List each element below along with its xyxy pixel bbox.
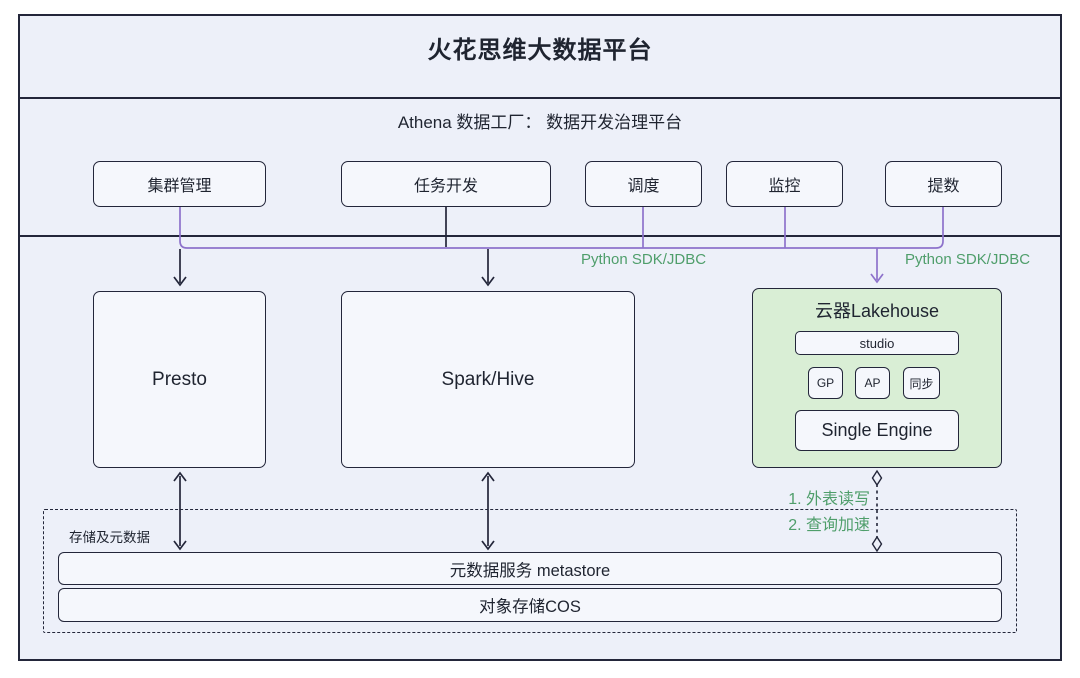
python-sdk-jdbc-label-left: Python SDK/JDBC (581, 251, 707, 268)
metastore-service: 元数据服务 metastore (58, 552, 1002, 585)
module-monitoring: 监控 (726, 161, 843, 207)
lakehouse-unit-sync: 同步 (903, 367, 940, 399)
divider-title (18, 97, 1062, 99)
lakehouse-title: 云器Lakehouse (814, 301, 940, 321)
note-query-acceleration: 2. 查询加速 (788, 517, 870, 534)
python-sdk-jdbc-label-right: Python SDK/JDBC (905, 251, 1031, 268)
object-storage-cos: 对象存储COS (58, 588, 1002, 622)
module-cluster-management: 集群管理 (93, 161, 266, 207)
storage-group-frame (43, 509, 1017, 633)
lakehouse-unit-gp: GP (808, 367, 843, 399)
divider-athena (18, 235, 1062, 237)
module-task-development: 任务开发 (341, 161, 551, 207)
storage-group-label: 存储及元数据 (69, 530, 150, 545)
lakehouse-storage-notes: 1. 外表读写 2. 查询加速 (735, 487, 870, 539)
note-external-table-rw: 1. 外表读写 (788, 491, 870, 508)
lakehouse-unit-ap: AP (855, 367, 890, 399)
module-data-extraction: 提数 (885, 161, 1002, 207)
lakehouse-studio: studio (795, 331, 959, 355)
engine-presto: Presto (93, 291, 266, 468)
lakehouse-single-engine: Single Engine (795, 410, 959, 451)
module-scheduling: 调度 (585, 161, 702, 207)
athena-section-heading: Athena 数据工厂： 数据开发治理平台 (397, 113, 683, 132)
page-title: 火花思维大数据平台 (427, 37, 653, 64)
engine-spark-hive: Spark/Hive (341, 291, 635, 468)
